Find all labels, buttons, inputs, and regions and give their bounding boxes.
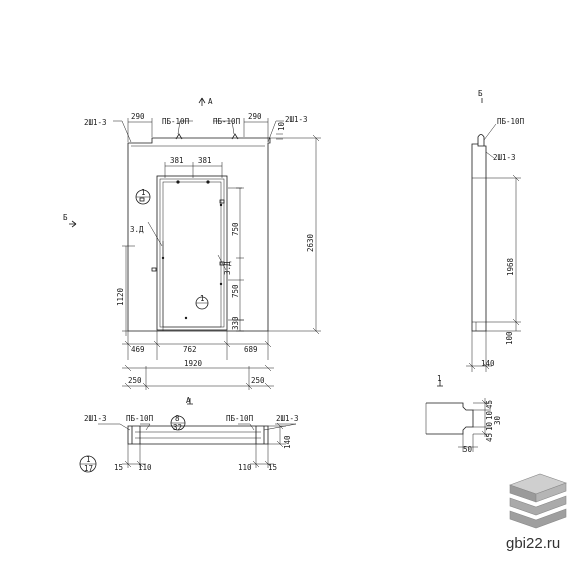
section-a-title: А: [186, 396, 191, 405]
dim-1120: 1120: [116, 287, 125, 306]
node-den: 32: [173, 423, 182, 432]
dim-110-left: 110: [138, 463, 152, 472]
dim-1968: 1968: [506, 257, 515, 276]
main-elevation: [69, 97, 321, 390]
callout-1-top: 1: [141, 188, 146, 197]
dim-10-detail-bottom: 10: [485, 421, 494, 431]
detail-1-view: [425, 380, 491, 452]
brand-logo-icon: [509, 473, 567, 529]
dim-330: 330: [231, 316, 240, 330]
section-b-view: [466, 98, 521, 372]
brand-text[interactable]: gbi22.ru: [506, 535, 561, 552]
anchor-label-side: 2Ш1-3: [493, 153, 516, 162]
anchor-label-plan-left: 2Ш1-3: [84, 414, 107, 423]
anchor-label-left: 2Ш1-3: [84, 118, 107, 127]
ref-num: 1: [86, 455, 91, 464]
dim-15-left: 15: [114, 463, 123, 472]
dim-45-top: 45: [485, 400, 494, 409]
dim-1920: 1920: [184, 359, 203, 368]
dim-762: 762: [183, 345, 197, 354]
dim-290-left: 290: [131, 112, 145, 121]
dim-140-side: 140: [481, 359, 495, 368]
callout-1-bottom: 1: [200, 294, 205, 303]
dim-30: 30: [493, 415, 502, 425]
dim-250-left: 250: [128, 376, 142, 385]
detail-1-labels: 1 45 10 30 10 45 50: [437, 374, 502, 454]
dim-750-top: 750: [231, 222, 240, 236]
dim-2630: 2630: [306, 233, 315, 252]
loop-label-right: ПБ-10П: [213, 117, 241, 126]
dim-750-bottom: 750: [231, 284, 240, 298]
dim-250-right: 250: [251, 376, 265, 385]
loop-label-plan-right: ПБ-10П: [226, 414, 254, 423]
dim-110-right: 110: [238, 463, 252, 472]
loop-label-plan-left: ПБ-10П: [126, 414, 154, 423]
dim-290-right: 290: [248, 112, 262, 121]
anchor-label-right: 2Ш1-3: [285, 115, 308, 124]
dim-15-right: 15: [268, 463, 277, 472]
ref-den: 17: [84, 464, 93, 473]
dim-50: 50: [463, 445, 473, 454]
detail-1-title: 1: [437, 374, 442, 383]
anchor-label-plan-right: 2Ш1-3: [276, 414, 299, 423]
insert-3d-right: 3.Д: [223, 261, 232, 275]
section-b-mark: Б: [63, 213, 68, 222]
dim-45-bottom: 45: [485, 433, 494, 442]
dim-689: 689: [244, 345, 258, 354]
dim-381-right: 381: [198, 156, 212, 165]
section-a-mark: А: [208, 97, 213, 106]
main-elevation-labels: А Б 2Ш1-3 290 ПБ-10П ПБ-10П 290 2Ш1-3 10…: [63, 97, 315, 385]
loop-label-side: ПБ-10П: [497, 117, 525, 126]
dim-469: 469: [131, 345, 145, 354]
section-b-labels: Б ПБ-10П 2Ш1-3 1968 100 140: [478, 89, 525, 368]
insert-3d-left: 3.Д: [130, 225, 144, 234]
dim-10-detail-top: 10: [485, 410, 494, 420]
section-a-labels: А 2Ш1-3 ПБ-10П 8 32 ПБ-10П 2Ш1-3 140 1 1…: [84, 396, 299, 473]
dim-140-plan: 140: [283, 435, 292, 449]
dim-10-right: 10: [277, 121, 286, 131]
loop-label-left: ПБ-10П: [162, 117, 190, 126]
section-a-view: [79, 398, 297, 473]
dim-100: 100: [505, 331, 514, 345]
section-b-title: Б: [478, 89, 483, 98]
node-num: 8: [175, 414, 180, 423]
dim-381-left: 381: [170, 156, 184, 165]
